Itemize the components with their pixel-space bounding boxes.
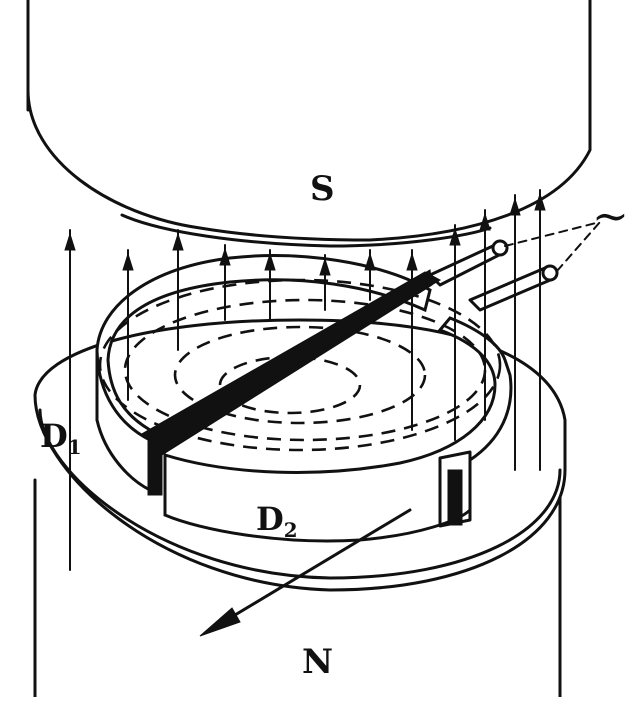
d2-gap-opening (447, 469, 463, 526)
field-arrow (264, 252, 276, 271)
field-arrow (64, 232, 76, 251)
d2-label: D2 (256, 500, 298, 542)
beam-exit-arrow (199, 508, 412, 637)
field-arrow (479, 212, 491, 231)
field-arrow (122, 252, 134, 271)
d1-label: D1 (40, 417, 82, 459)
field-arrow (319, 257, 331, 276)
north-magnet-pole (33, 478, 562, 699)
north-pole-label: N (302, 642, 334, 682)
dee-gap-bar (138, 269, 442, 496)
south-magnet-pole (26, 0, 592, 248)
south-pole-label: S (310, 169, 335, 209)
field-arrow (449, 227, 461, 246)
field-arrow (406, 252, 418, 271)
electrode-leads (428, 221, 601, 312)
field-arrow (509, 197, 521, 216)
magnetic-field-lines (64, 189, 546, 571)
field-arrow (219, 247, 231, 266)
field-arrow (172, 232, 184, 251)
field-arrow (534, 192, 546, 211)
field-arrow (364, 252, 376, 271)
ac-source-symbol: ~ (592, 191, 629, 242)
